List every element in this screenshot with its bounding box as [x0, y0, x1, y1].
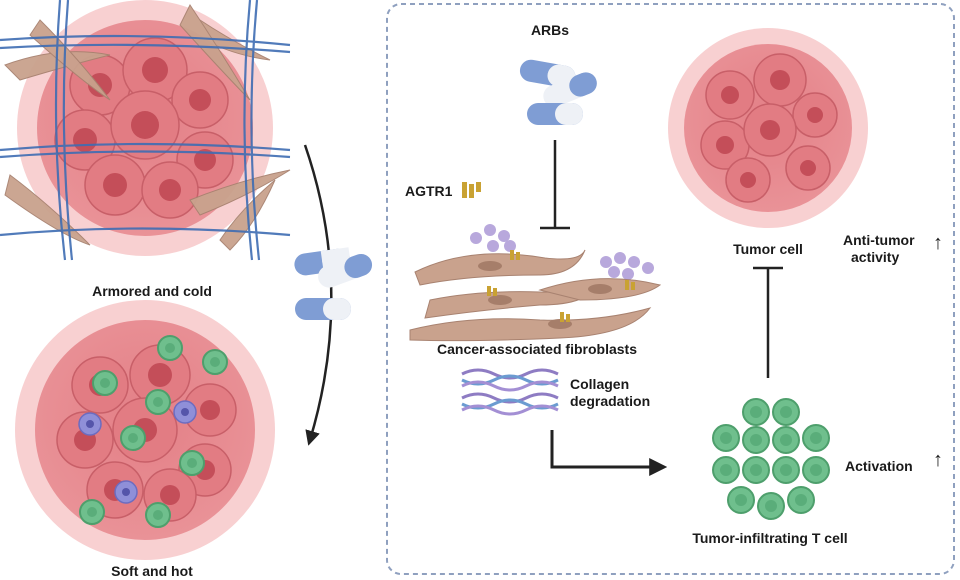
cancer-associated-fibroblasts: [409, 249, 662, 342]
dashed-panel-border: [386, 3, 955, 575]
soft-tumor-macrophages: [78, 400, 197, 504]
arbs-inhibition-line: [540, 140, 570, 230]
arbs-pills-icon: [519, 59, 597, 125]
panel-tumor-cell: [668, 28, 868, 228]
tcell-label: Tumor-infiltrating T cell: [692, 530, 848, 546]
collagen-to-tcell-arrow: [550, 430, 668, 476]
caf-label: Cancer-associated fibroblasts: [437, 341, 637, 357]
armored-cold-tumor: [0, 0, 291, 261]
anti-tumor-line1: Anti-tumor: [843, 232, 915, 248]
arbs-label: ARBs: [530, 22, 570, 38]
armored-cold-label: Armored and cold: [92, 283, 212, 299]
collagen-label-line1: Collagen: [570, 376, 630, 392]
agtr1-label: AGTR1: [405, 183, 453, 199]
anti-tumor-line2: activity: [851, 249, 900, 265]
tumor-cell-label: Tumor cell: [733, 241, 803, 257]
agtr1-receptor-icon: [462, 182, 481, 198]
tcell-inhibition-line: [753, 266, 783, 378]
ligand-dots: [470, 224, 654, 280]
collagen-fibers-icon: [461, 368, 559, 416]
transition-arrow: [303, 144, 333, 446]
soft-hot-tumor: [15, 300, 275, 560]
collagen-label-line2: degradation: [570, 393, 651, 409]
anti-tumor-up-arrow: ↑: [933, 232, 943, 254]
tcell-cluster: [712, 398, 830, 520]
soft-hot-label: Soft and hot: [111, 563, 193, 579]
soft-tumor-tcells: [79, 335, 228, 528]
activation-label: Activation: [845, 458, 913, 474]
left-pills-icon: [294, 247, 373, 320]
activation-up-arrow: ↑: [933, 449, 943, 471]
